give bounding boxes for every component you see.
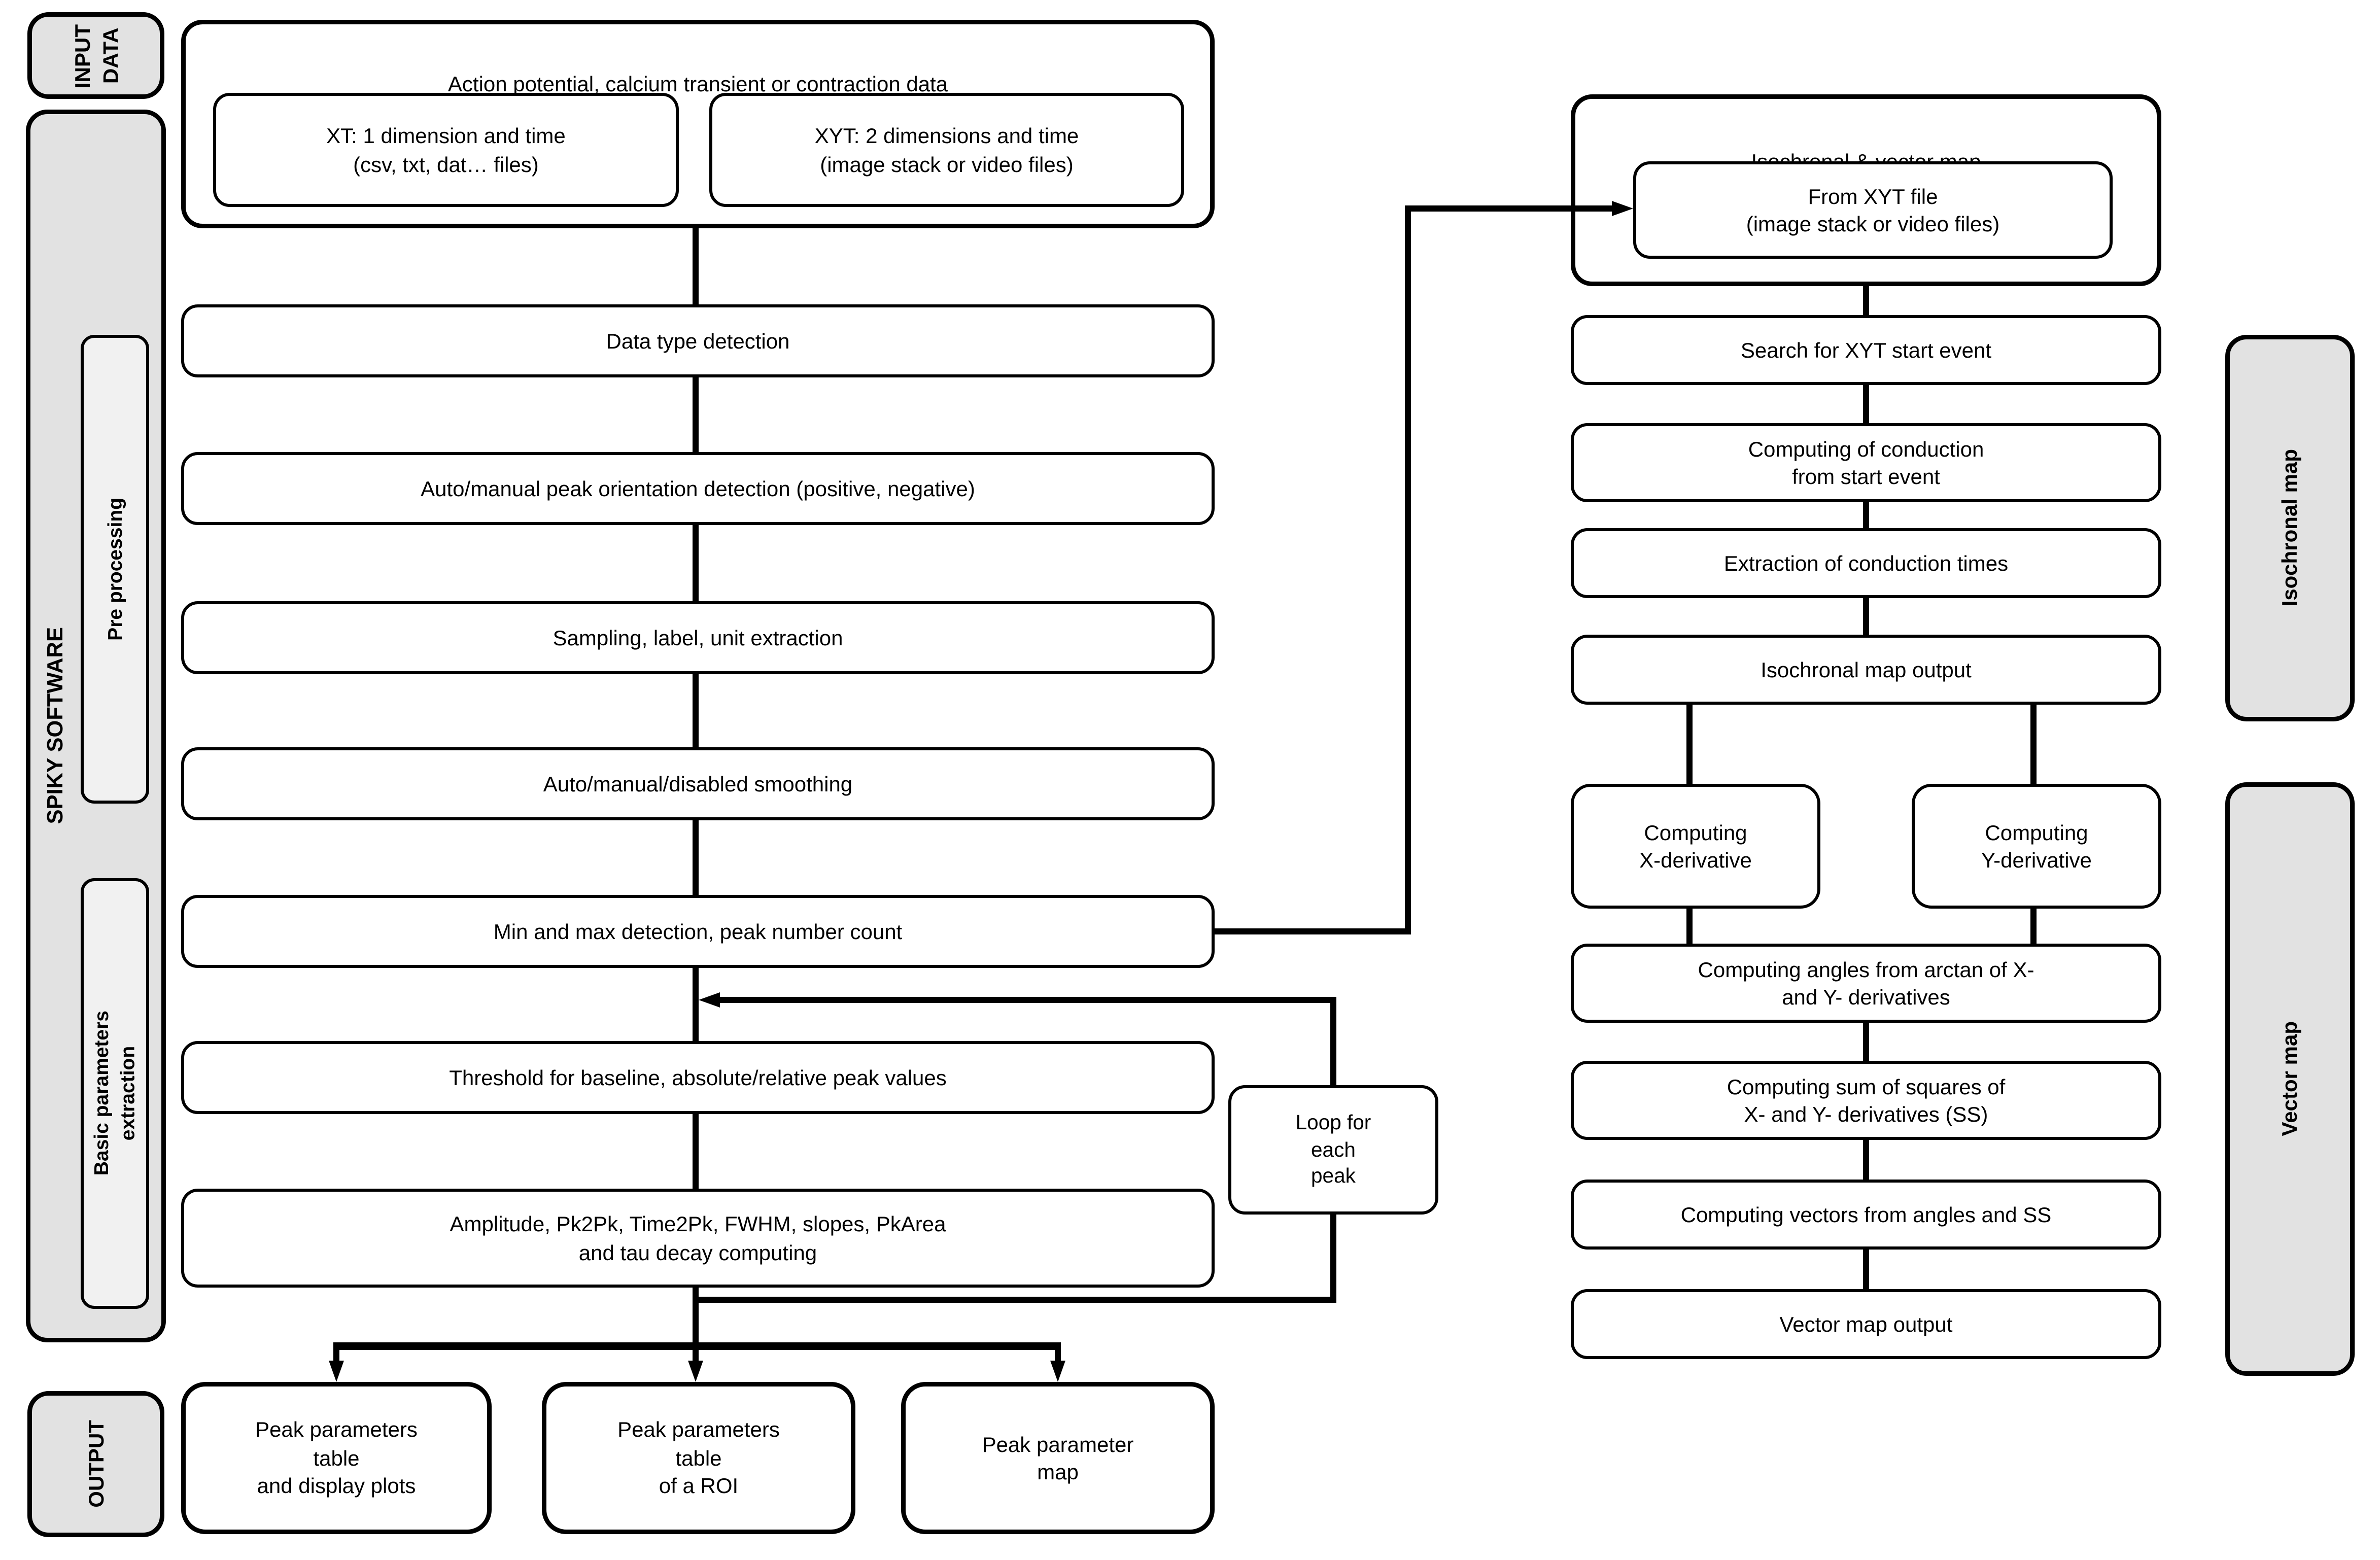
connector-xderiv-to-angles (1686, 909, 1693, 944)
connector-minmax-out-right (1215, 928, 1411, 935)
arrow-down-to-parameter-map (1049, 1361, 1065, 1382)
connector-ss-to-vectors (1862, 1140, 1870, 1180)
connector-loop-up-lower (1330, 1215, 1337, 1303)
box-computing-vectors: Computing vectors from angles and SS (1571, 1180, 2161, 1250)
connector-smoothing-to-minmax (692, 820, 699, 895)
box-search-xyt-start-event: Search for XYT start event (1571, 315, 2161, 385)
isochronal-map-group-label: Isochronal map (2225, 335, 2355, 721)
connector-extraction-to-isooutput (1862, 598, 1870, 635)
box-sampling-label-unit: Sampling, label, unit extraction (181, 601, 1215, 674)
input-data-group-label-text: INPUT DATA (69, 23, 122, 88)
connector-yderiv-to-angles (2030, 909, 2037, 944)
connector-loop-return (712, 996, 1336, 1003)
connector-isooutput-to-xderiv (1686, 705, 1693, 784)
connector-vectors-to-vmapoutput (1862, 1250, 1870, 1289)
vector-map-group-label-text: Vector map (2277, 1021, 2302, 1137)
arrow-right-into-from-xyt (1612, 200, 1633, 216)
box-computing-angles: Computing angles from arctan of X- and Y… (1571, 944, 2161, 1023)
basic-parameters-group-label-text: Basic parameters extraction (90, 1011, 140, 1176)
box-vector-map-output: Vector map output (1571, 1289, 2161, 1359)
connector-threshold-to-amplitude (692, 1114, 699, 1189)
box-xt-input: XT: 1 dimension and time (csv, txt, dat…… (213, 93, 679, 207)
connector-fanout-stub-left (333, 1348, 340, 1362)
connector-to-from-xyt (1404, 205, 1613, 212)
box-extraction-conduction-times: Extraction of conduction times (1571, 528, 2161, 598)
connector-loop-branch (696, 1296, 1336, 1303)
input-data-group-label: INPUT DATA (27, 12, 164, 99)
connector-fanout-stub-middle (692, 1348, 699, 1362)
box-from-xyt-file: From XYT file (image stack or video file… (1633, 161, 2113, 259)
box-computing-y-derivative: Computing Y-derivative (1912, 784, 2161, 909)
box-min-max-detection: Min and max detection, peak number count (181, 895, 1215, 968)
arrow-left-loop-return (699, 991, 720, 1007)
arrow-down-to-table-plots (328, 1361, 343, 1382)
connector-orientation-to-sampling (692, 525, 699, 601)
box-output-table-roi: Peak parameters table of a ROI (542, 1382, 855, 1534)
box-isochronal-map-output: Isochronal map output (1571, 635, 2161, 705)
box-computing-conduction: Computing of conduction from start event (1571, 423, 2161, 502)
pre-processing-group-label-text: Pre processing (103, 498, 126, 641)
connector-source-to-datatype (692, 228, 699, 304)
output-group-label-text: OUTPUT (83, 1420, 108, 1508)
box-computing-sum-squares: Computing sum of squares of X- and Y- de… (1571, 1061, 2161, 1140)
connector-datatype-to-orientation (692, 377, 699, 452)
connector-header-to-search (1862, 286, 1870, 315)
connector-output-fanout (333, 1341, 1061, 1349)
box-threshold-baseline: Threshold for baseline, absolute/relativ… (181, 1041, 1215, 1114)
connector-conduction-to-extraction (1862, 502, 1870, 528)
box-output-table-plots: Peak parameters table and display plots (181, 1382, 492, 1534)
basic-parameters-group-label: Basic parameters extraction (81, 878, 149, 1309)
arrow-down-to-table-roi (687, 1361, 703, 1382)
pre-processing-group-label: Pre processing (81, 335, 149, 804)
box-amplitude-computing: Amplitude, Pk2Pk, Time2Pk, FWHM, slopes,… (181, 1189, 1215, 1288)
connector-isooutput-to-yderiv (2030, 705, 2037, 784)
spiky-software-group-label-text: SPIKY SOFTWARE (44, 627, 68, 825)
connector-search-to-conduction (1862, 385, 1870, 423)
box-data-type-detection: Data type detection (181, 304, 1215, 377)
connector-fanout-stub-right (1054, 1348, 1061, 1362)
vector-map-group-label: Vector map (2225, 782, 2355, 1376)
box-loop-for-each-peak: Loop for each peak (1228, 1085, 1438, 1215)
isochronal-map-group-label-text: Isochronal map (2277, 449, 2302, 607)
connector-loop-up-upper (1330, 1000, 1337, 1085)
box-smoothing: Auto/manual/disabled smoothing (181, 747, 1215, 820)
box-computing-x-derivative: Computing X-derivative (1571, 784, 1820, 909)
connector-minmax-riser (1404, 209, 1411, 934)
box-input-source-title: Action potential, calcium transient or c… (447, 72, 948, 97)
box-peak-orientation-detection: Auto/manual peak orientation detection (… (181, 452, 1215, 525)
connector-sampling-to-smoothing (692, 674, 699, 747)
box-xyt-input: XYT: 2 dimensions and time (image stack … (709, 93, 1184, 207)
connector-minmax-to-threshold (692, 968, 699, 1041)
connector-angles-to-ss (1862, 1023, 1870, 1061)
output-group-label: OUTPUT (27, 1391, 164, 1537)
box-output-parameter-map: Peak parameter map (901, 1382, 1215, 1534)
